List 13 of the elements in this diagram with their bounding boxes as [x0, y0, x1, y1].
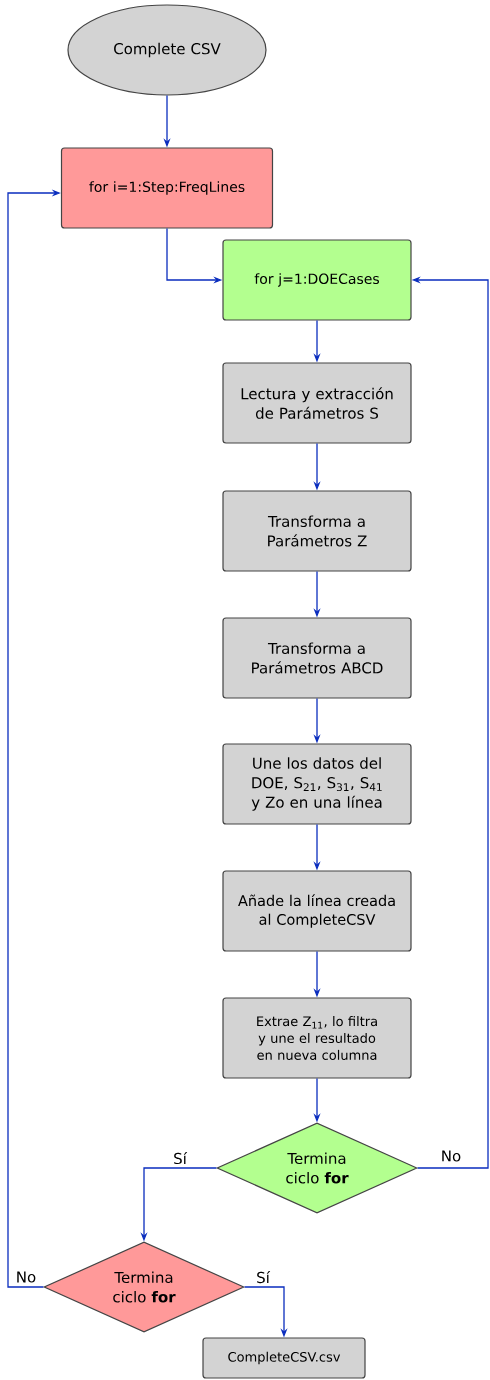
process-box: Extrae Z$_{11}$, lo filtra y une el resultado en nueva columna	[222, 997, 412, 1079]
process-box: Lectura y extracción de Parámetros S	[222, 362, 412, 444]
process-box: Transforma a Parámetros Z	[222, 490, 412, 572]
edge-label: No	[439, 1149, 463, 1163]
edge-label: Sí	[255, 1269, 271, 1285]
edge-label: No	[14, 1270, 38, 1284]
process-box: for i=1:Step:FreqLines	[60, 147, 274, 229]
edge-label: Sí	[172, 1150, 188, 1166]
process-box: Transforma a Parámetros ABCD	[222, 617, 412, 699]
process-box: Une los datos del DOE, S$_{21}$, S$_{31}$, S$_{41}$ y Zo en una línea	[222, 743, 412, 825]
process-box: Añade la línea creada al CompleteCSV	[222, 870, 412, 952]
process-box: CompleteCSV.csv	[202, 1337, 366, 1379]
process-box: for j=1:DOECases	[222, 239, 412, 321]
